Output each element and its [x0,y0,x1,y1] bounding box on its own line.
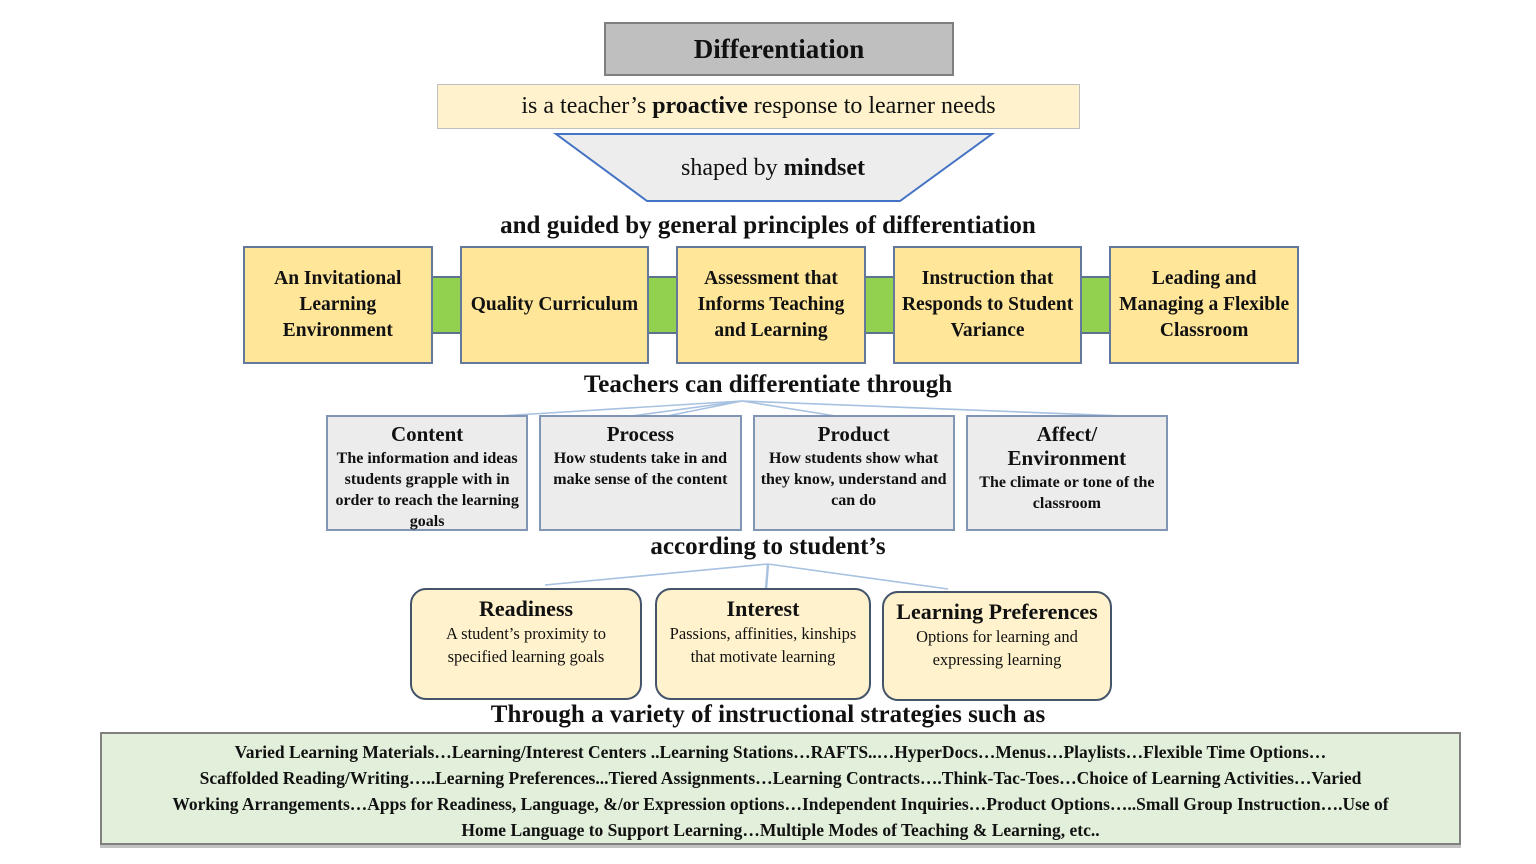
green-connector [1080,276,1112,334]
differentiate-box-affect-environment: Affect/ Environment The climate or tone … [965,415,1168,531]
differentiate-header: Teachers can differentiate through [583,371,953,398]
principles-row: An Invitational Learning Environment Qua… [243,246,1299,364]
subtitle-text: is a teacher’s proactive response to lea… [521,93,996,119]
strategies-box: Varied Learning Materials…Learning/Inter… [100,732,1461,845]
student-box-interest: Interest Passions, affinities, kinships … [655,588,871,700]
students-header: according to student’s [650,533,886,560]
box-title: Content [390,422,464,446]
box-title: Product [817,422,890,446]
box-title: Readiness [478,596,574,621]
box-description: The information and ideas students grapp… [335,450,519,531]
box-description: Passions, affinities, kinships that moti… [669,624,857,666]
principle-box-responsive-instruction: Instruction that Responds to Student Var… [892,246,1083,364]
box-description: Options for learning and expressing lear… [916,627,1078,669]
strategies-line: Home Language to Support Learning…Multip… [461,820,1100,840]
differentiate-row: Content The information and ideas studen… [326,415,1168,531]
differentiate-box-content: Content The information and ideas studen… [326,415,529,531]
mindset-trapezoid [552,133,996,202]
principle-box-flexible-classroom: Leading and Managing a Flexible Classroo… [1109,246,1299,364]
differentiate-box-product: Product How students show what they know… [752,415,955,531]
strategies-line: Scaffolded Reading/Writing…..Learning Pr… [199,768,1362,788]
principle-box-invitational-environment: An Invitational Learning Environment [243,246,433,364]
subtitle-box: is a teacher’s proactive response to lea… [437,84,1080,129]
mindset-label: shaped by mindset [681,154,865,181]
differentiation-title-box: Differentiation [604,22,954,76]
student-box-learning-preferences: Learning Preferences Options for learnin… [882,591,1112,701]
box-description: How students take in and make sense of t… [553,450,728,489]
strategies-header: Through a variety of instructional strat… [490,701,1046,728]
green-connector [430,276,462,334]
student-box-readiness: Readiness A student’s proximity to speci… [410,588,642,700]
strategies-line: Varied Learning Materials…Learning/Inter… [234,742,1327,762]
green-connector [863,276,895,334]
principle-box-quality-curriculum: Quality Curriculum [459,246,650,364]
green-connector [647,276,679,334]
strategies-line: Working Arrangements…Apps for Readiness,… [172,794,1389,814]
principle-box-assessment: Assessment that Informs Teaching and Lea… [676,246,866,364]
box-title: Learning Preferences [896,599,1098,624]
box-description: A student’s proximity to specified learn… [446,624,606,666]
box-title: Affect/ Environment [1007,422,1127,471]
box-title: Interest [726,596,800,621]
principles-header: and guided by general principles of diff… [500,212,1036,239]
box-description: The climate or tone of the classroom [979,474,1155,513]
differentiate-box-process: Process How students take in and make se… [539,415,742,531]
page-title: Differentiation [693,33,865,64]
box-description: How students show what they know, unders… [760,450,947,510]
box-title: Process [606,422,674,446]
